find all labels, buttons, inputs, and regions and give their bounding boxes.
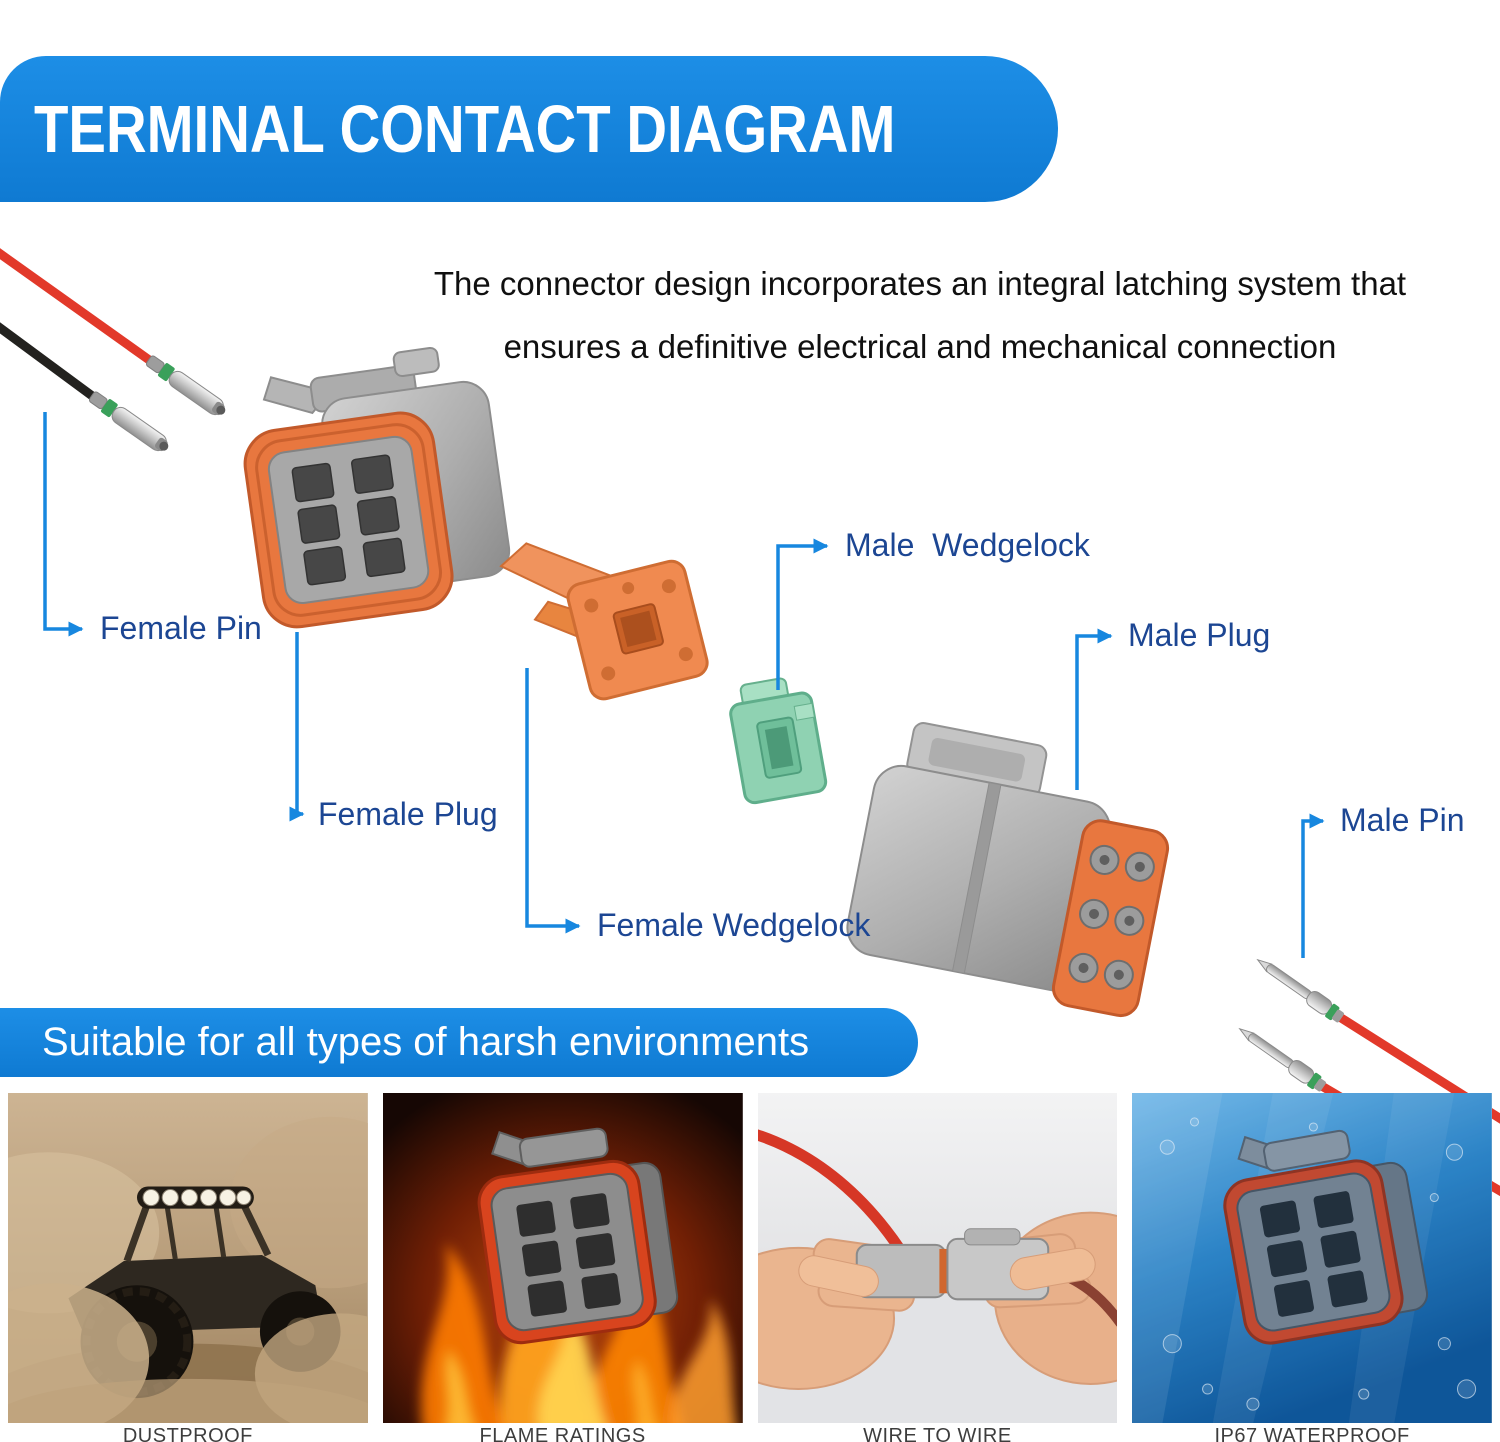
description-line-1: The connector design incorporates an int… <box>433 265 1407 302</box>
female-pin-wires-illustration <box>0 248 230 457</box>
connector-in-flames-illustration <box>477 1127 678 1345</box>
female-wedgelock-illustration <box>499 542 709 701</box>
waterproof-illustration <box>1132 1093 1492 1423</box>
page-title: TERMINAL CONTACT DIAGRAM <box>34 91 896 167</box>
environments-banner: Suitable for all types of harsh environm… <box>0 1008 918 1077</box>
feature-caption-waterproof: IP67 WATERPROOF <box>1214 1425 1410 1442</box>
leader-line-female-plug <box>289 632 305 822</box>
bubbles <box>1159 1117 1477 1411</box>
wire-to-wire-photo <box>757 1093 1118 1423</box>
leader-line-female-pin <box>43 412 84 637</box>
feature-caption-wire-to-wire: WIRE TO WIRE <box>863 1425 1012 1442</box>
feature-caption-flame-ratings: FLAME RATINGS <box>479 1425 646 1442</box>
wire-to-wire-illustration <box>757 1093 1118 1423</box>
label-female-plug: Female Plug <box>318 796 498 832</box>
environments-banner-text: Suitable for all types of harsh environm… <box>42 1020 810 1064</box>
male-plug-illustration <box>846 722 1170 1018</box>
feature-card-waterproof: IP67 WATERPROOF <box>1132 1093 1492 1442</box>
dustproof-photo <box>8 1093 368 1423</box>
leader-line-male-pin <box>1301 813 1325 958</box>
waterproof-connector-illustration <box>1223 1129 1429 1345</box>
leader-line-male-wedgelock <box>776 538 829 690</box>
flame-illustration <box>382 1093 743 1423</box>
label-male-wedgelock: Male Wedgelock <box>845 527 1090 563</box>
leader-line-male-plug <box>1075 628 1113 790</box>
flame-ratings-photo <box>382 1093 743 1423</box>
leader-lines <box>43 412 1325 958</box>
male-wedgelock-illustration <box>729 677 828 805</box>
label-male-plug: Male Plug <box>1128 617 1271 653</box>
dustproof-illustration <box>8 1093 368 1423</box>
description-text: The connector design incorporates an int… <box>375 252 1465 378</box>
waterproof-photo <box>1132 1093 1492 1423</box>
feature-caption-dustproof: DUSTPROOF <box>122 1425 253 1442</box>
label-male-pin: Male Pin <box>1340 802 1465 838</box>
description-line-2: ensures a definitive electrical and mech… <box>503 328 1337 365</box>
label-female-wedgelock: Female Wedgelock <box>597 907 871 943</box>
female-plug-illustration <box>243 346 511 629</box>
leader-line-female-wedgelock <box>525 668 581 934</box>
feature-panels: DUSTPROOF <box>8 1093 1492 1442</box>
title-banner: TERMINAL CONTACT DIAGRAM <box>0 56 1058 202</box>
label-female-pin: Female Pin <box>100 610 262 646</box>
feature-card-wire-to-wire: WIRE TO WIRE <box>757 1093 1118 1442</box>
feature-card-flame-ratings: FLAME RATINGS <box>382 1093 743 1442</box>
feature-card-dustproof: DUSTPROOF <box>8 1093 368 1442</box>
